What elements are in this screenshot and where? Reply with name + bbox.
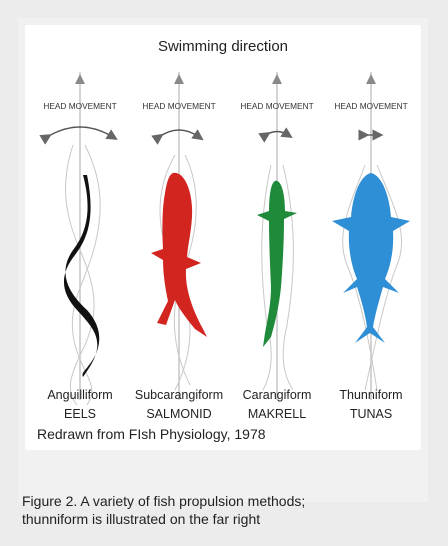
caption-line-2: thunniform is illustrated on the far rig… xyxy=(22,510,422,528)
method-label-thunniform: Thunniform xyxy=(321,388,421,402)
method-label-anguilliform: Anguilliform xyxy=(30,388,130,402)
eel-silhouette xyxy=(64,175,99,377)
example-label-tunas: TUNAS xyxy=(321,407,421,421)
head-movement-label: HEAD MOVEMENT xyxy=(334,101,407,111)
method-label-subcarangiform: Subcarangiform xyxy=(129,388,229,402)
propulsion-diagram: HEAD MOVEMENT HEAD MOVEMENT HEAD MOVEMEN… xyxy=(25,25,421,450)
up-arrow-icon xyxy=(366,74,376,84)
method-label-carangiform: Carangiform xyxy=(227,388,327,402)
ghost-outlines xyxy=(66,145,402,405)
example-label-salmonid: SALMONID xyxy=(129,407,229,421)
up-arrow-icon xyxy=(272,74,282,84)
head-movement-arcs xyxy=(47,127,378,137)
head-movement-label: HEAD MOVEMENT xyxy=(142,101,215,111)
head-movement-label: HEAD MOVEMENT xyxy=(240,101,313,111)
figure-credit: Redrawn from FIsh Physiology, 1978 xyxy=(37,426,266,442)
caption-line-1: Figure 2. A variety of fish propulsion m… xyxy=(22,492,422,510)
head-movement-label: HEAD MOVEMENT xyxy=(43,101,116,111)
figure-caption: Figure 2. A variety of fish propulsion m… xyxy=(22,492,422,528)
example-label-eels: EELS xyxy=(30,407,130,421)
example-label-makrell: MAKRELL xyxy=(227,407,327,421)
up-arrow-icon xyxy=(174,74,184,84)
figure-panel: Swimming direction HEAD MOVEMENT HEAD MO… xyxy=(25,25,421,450)
direction-arrows xyxy=(75,72,376,400)
up-arrow-icon xyxy=(75,74,85,84)
tuna-silhouette xyxy=(332,173,410,343)
